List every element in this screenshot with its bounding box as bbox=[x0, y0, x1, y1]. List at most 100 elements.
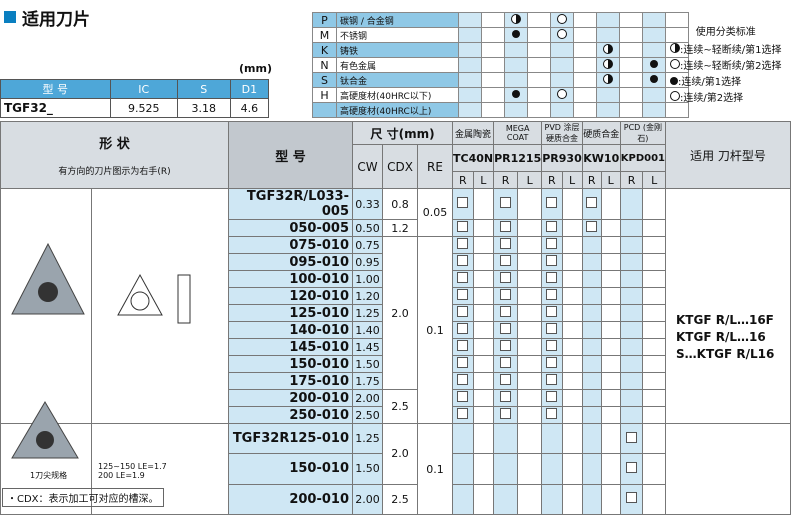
grade-name: KW10 bbox=[581, 144, 621, 172]
title-marker bbox=[4, 11, 16, 23]
material-mark bbox=[481, 87, 505, 103]
stock-cell bbox=[619, 338, 644, 356]
stock-box-icon bbox=[546, 391, 558, 402]
stock-cell bbox=[642, 236, 667, 254]
stock-cell bbox=[561, 287, 583, 305]
stock-cell bbox=[493, 321, 519, 339]
stock-cell bbox=[600, 422, 621, 455]
stock-cell bbox=[472, 406, 495, 424]
grade-group: PVD 涂层硬质合金 bbox=[541, 121, 583, 145]
material-letter: N bbox=[312, 57, 337, 73]
stock-cell bbox=[472, 483, 495, 515]
stock-box-icon bbox=[457, 272, 469, 283]
stock-cell bbox=[642, 483, 667, 515]
stock-cell bbox=[561, 406, 583, 424]
material-name: 有色金属 bbox=[336, 57, 459, 73]
half-circle-icon bbox=[557, 13, 567, 24]
stock-box-icon bbox=[457, 391, 469, 402]
cw-cell: 0.95 bbox=[352, 253, 383, 271]
material-mark bbox=[550, 87, 574, 103]
stock-cell bbox=[493, 453, 519, 485]
stock-cell bbox=[517, 270, 543, 288]
stock-box-icon bbox=[500, 221, 512, 232]
stock-cell bbox=[619, 219, 644, 237]
stock-cell bbox=[581, 453, 602, 485]
stock-cell bbox=[452, 406, 474, 424]
stock-cell bbox=[472, 188, 495, 220]
dot-icon bbox=[650, 59, 658, 68]
legend-item: :连续/第1选择 bbox=[670, 75, 782, 91]
material-mark bbox=[573, 12, 597, 28]
stock-cell bbox=[600, 355, 621, 373]
stock-cell bbox=[561, 304, 583, 322]
stock-box-icon bbox=[500, 374, 512, 385]
r-header: R bbox=[541, 171, 563, 189]
stock-cell bbox=[541, 453, 563, 485]
material-mark bbox=[619, 87, 643, 103]
stock-box-icon bbox=[500, 391, 512, 402]
stock-cell bbox=[452, 236, 474, 254]
holder-cell bbox=[665, 188, 792, 424]
holder-header: 适用 刀杆型号 bbox=[665, 121, 792, 189]
material-mark bbox=[642, 72, 666, 88]
dims-header: 尺 寸(mm) bbox=[352, 121, 453, 145]
stock-cell bbox=[581, 483, 602, 515]
stock-cell bbox=[452, 321, 474, 339]
stock-cell bbox=[581, 422, 602, 455]
stock-box-icon bbox=[457, 408, 469, 419]
stock-cell bbox=[493, 236, 519, 254]
insert-photo-2 bbox=[11, 401, 79, 459]
model-cell: 145-010 bbox=[228, 338, 353, 356]
shape-drawing-cell bbox=[91, 188, 229, 424]
stock-box-icon bbox=[546, 340, 558, 351]
legend-item: :连续~轻断续/第1选择 bbox=[670, 43, 782, 59]
cw-cell: 1.40 bbox=[352, 321, 383, 339]
stock-cell bbox=[642, 270, 667, 288]
stock-box-icon bbox=[457, 197, 469, 208]
stock-cell bbox=[517, 389, 543, 407]
l-header: L bbox=[472, 171, 495, 189]
material-mark bbox=[458, 102, 482, 118]
material-mark bbox=[481, 72, 505, 88]
material-letter: H bbox=[312, 87, 337, 103]
material-mark bbox=[596, 87, 620, 103]
grade-name: PR930 bbox=[541, 144, 583, 172]
stock-box-icon bbox=[546, 238, 558, 249]
stock-cell bbox=[561, 483, 583, 515]
footnote: ・CDX：表示加工可对应的槽深。 bbox=[2, 488, 164, 507]
spec-header: D1 bbox=[229, 79, 270, 99]
stock-cell bbox=[581, 338, 602, 356]
stock-cell bbox=[517, 253, 543, 271]
material-mark bbox=[596, 102, 620, 118]
half-dot-icon bbox=[603, 73, 613, 84]
stock-box-icon bbox=[546, 197, 558, 208]
stock-box-icon bbox=[546, 221, 558, 232]
cw-header: CW bbox=[352, 144, 383, 189]
re-cell: 0.1 bbox=[417, 423, 453, 515]
model-cell: 200-010 bbox=[228, 483, 353, 515]
material-mark bbox=[573, 27, 597, 43]
stock-cell bbox=[561, 389, 583, 407]
model-cell: 200-010 bbox=[228, 389, 353, 407]
stock-cell bbox=[541, 188, 563, 220]
material-mark bbox=[596, 42, 620, 58]
stock-box-icon bbox=[500, 306, 512, 317]
stock-cell bbox=[517, 304, 543, 322]
material-mark bbox=[504, 57, 528, 73]
material-letter: S bbox=[312, 72, 337, 88]
stock-cell bbox=[493, 406, 519, 424]
stock-cell bbox=[581, 188, 602, 220]
stock-cell bbox=[642, 321, 667, 339]
stock-cell bbox=[517, 372, 543, 390]
shape-header: 形 状 有方向的刀片图示为右手(R) bbox=[0, 121, 229, 189]
stock-cell bbox=[619, 372, 644, 390]
stock-cell bbox=[493, 372, 519, 390]
stock-cell bbox=[517, 321, 543, 339]
cw-cell: 0.50 bbox=[352, 219, 383, 237]
stock-cell bbox=[541, 236, 563, 254]
r-header: R bbox=[452, 171, 474, 189]
stock-cell bbox=[619, 453, 644, 485]
stock-cell bbox=[619, 188, 644, 220]
r-header: R bbox=[581, 171, 602, 189]
